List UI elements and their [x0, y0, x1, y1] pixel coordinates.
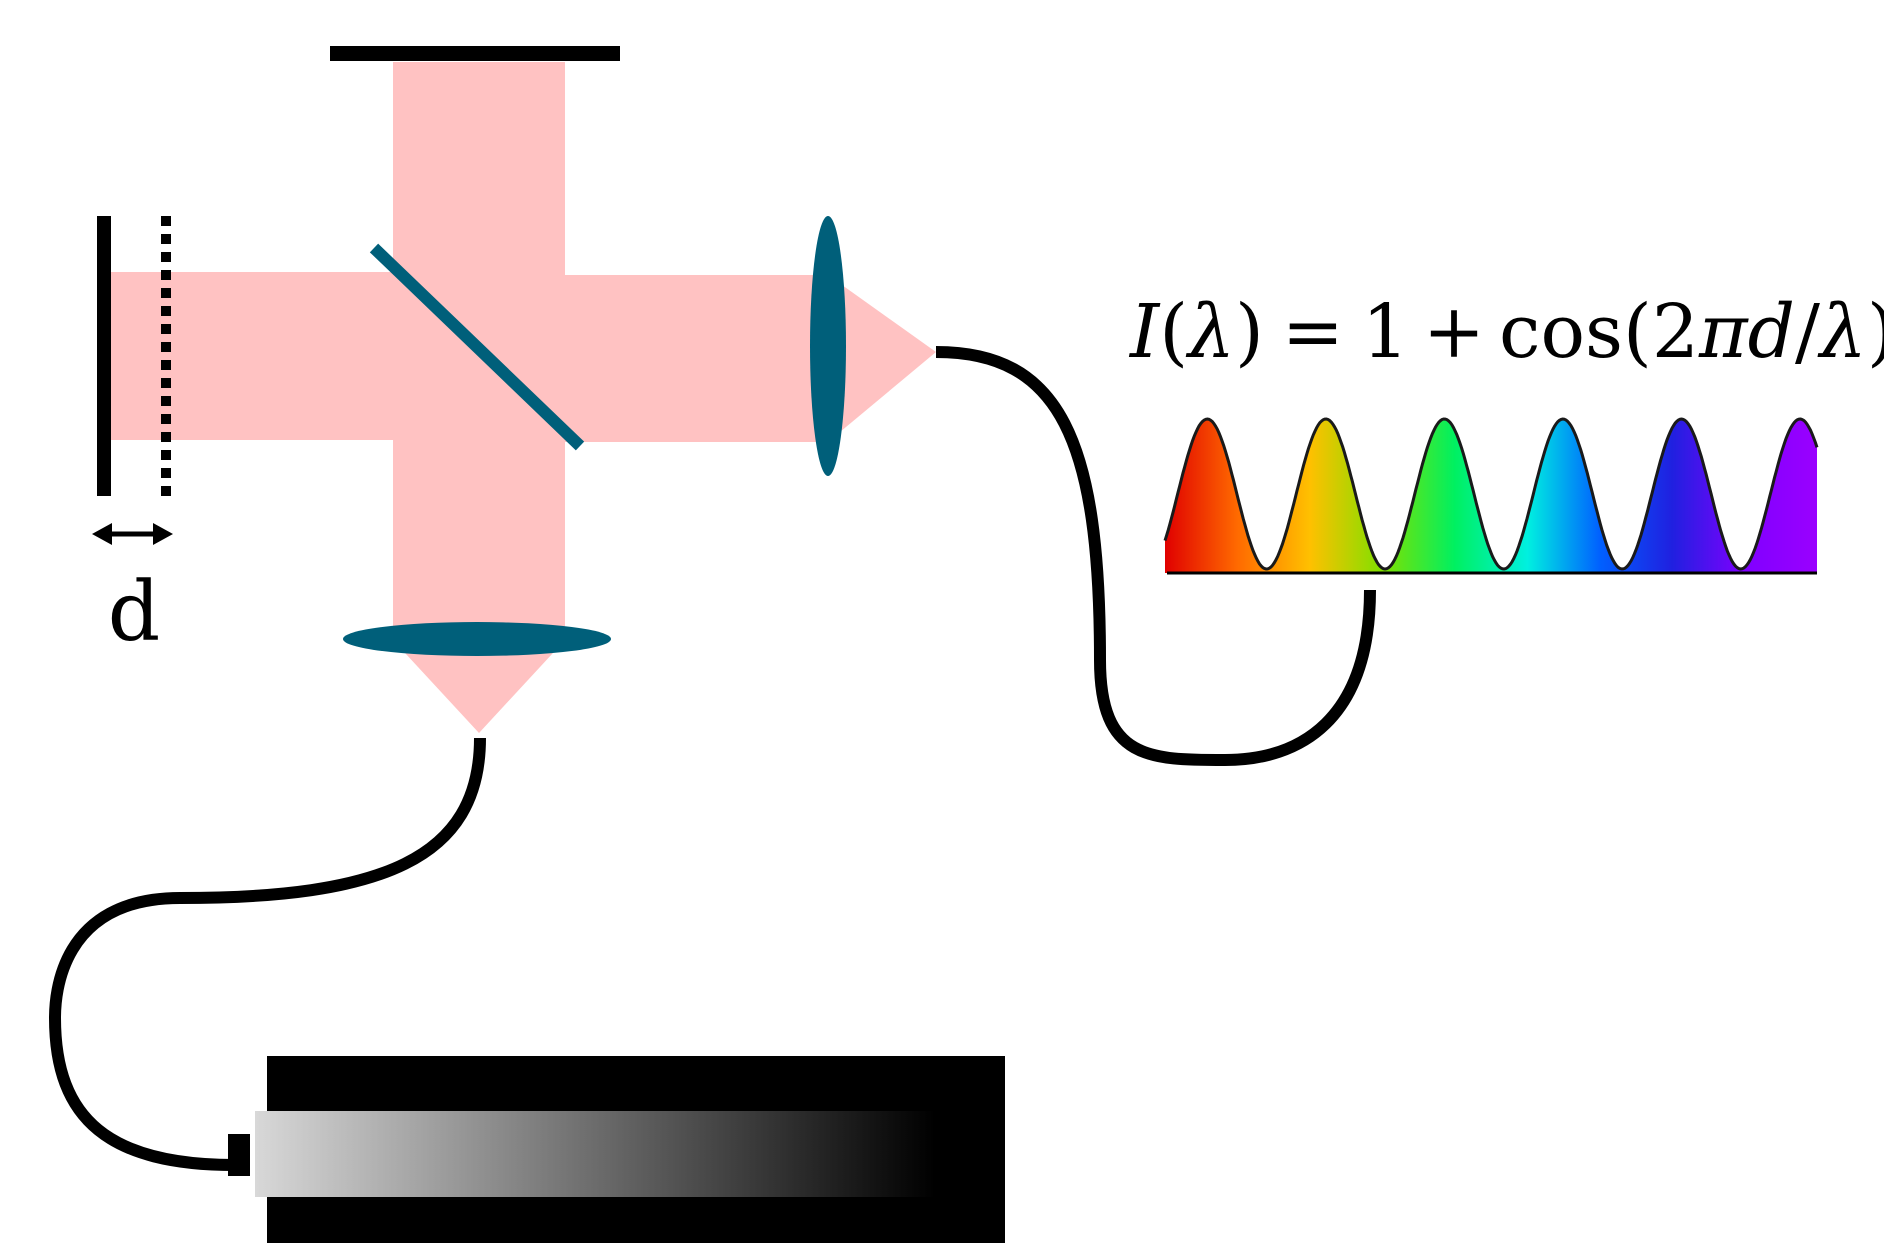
- light-source: [228, 1056, 1005, 1243]
- fiber-to-spectrometer: [935, 346, 1376, 767]
- source-output-gradient: [255, 1111, 935, 1197]
- interference-spectrum: [1163, 417, 1819, 575]
- formula-two: 2: [1652, 289, 1699, 375]
- beam-left-arm: [110, 272, 395, 440]
- spectrum-fill: [1165, 419, 1817, 573]
- formula-pi: π: [1698, 289, 1749, 375]
- formula-open-paren: (: [1159, 289, 1188, 375]
- beam-splitter: [369, 243, 585, 451]
- formula-one: 1: [1362, 289, 1409, 375]
- beam-right-arm: [563, 275, 828, 442]
- formula-d: d: [1748, 289, 1795, 375]
- lens-bottom: [343, 622, 611, 656]
- fiber-connector: [228, 1134, 250, 1176]
- spectrum-curve: [1163, 417, 1819, 571]
- formula-cos: cos: [1499, 289, 1623, 375]
- double-arrow-icon: [92, 523, 173, 545]
- formula-close-paren: ): [1235, 289, 1264, 375]
- lens-right: [810, 216, 846, 476]
- fiber-from-source: [48, 737, 486, 1171]
- formula-lambda: λ: [1185, 289, 1235, 375]
- formula-lambda-2: λ: [1817, 289, 1867, 375]
- left-mirror: [97, 216, 111, 496]
- top-mirror: [330, 46, 620, 61]
- formula-arg-close-paren: ): [1867, 289, 1884, 375]
- formula-slash: /: [1795, 289, 1820, 375]
- interference-formula: I(λ)=1+cos(2πd/λ): [1128, 289, 1884, 375]
- beam-focus-right: [828, 275, 936, 442]
- formula-arg-open-paren: (: [1623, 289, 1652, 375]
- formula-intensity-symbol: I: [1128, 289, 1161, 375]
- beam-focus-bottom: [393, 640, 565, 733]
- displacement-label: d: [108, 565, 161, 660]
- formula-plus: +: [1423, 289, 1485, 375]
- formula-equals: =: [1282, 289, 1344, 375]
